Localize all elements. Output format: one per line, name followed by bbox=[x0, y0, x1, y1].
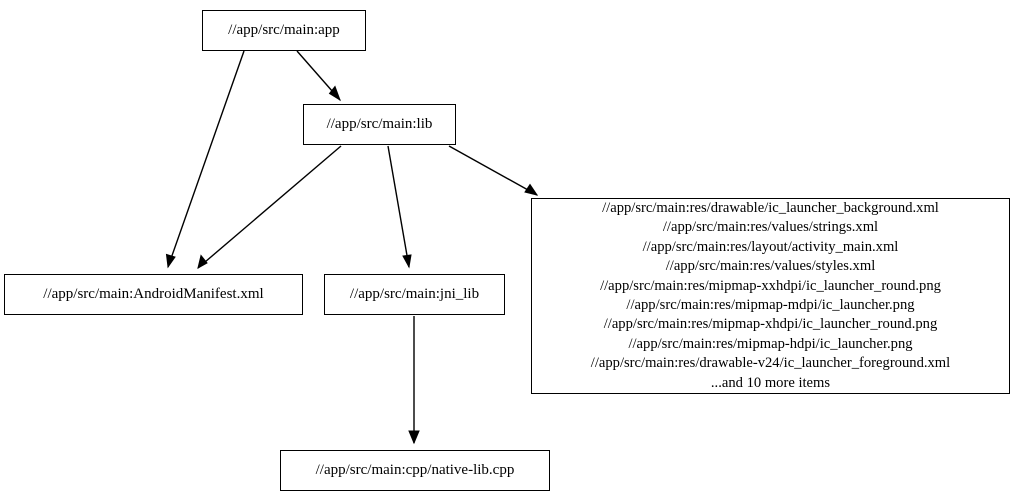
graph-node-jni_lib[interactable]: //app/src/main:jni_lib bbox=[324, 274, 505, 315]
arrowhead-icon bbox=[165, 253, 176, 269]
node-label: //app/src/main:jni_lib bbox=[349, 285, 480, 302]
graph-node-manifest[interactable]: //app/src/main:AndroidManifest.xml bbox=[4, 274, 303, 315]
node-label: //app/src/main:res/drawable/ic_launcher_… bbox=[590, 199, 951, 391]
graph-node-lib[interactable]: //app/src/main:lib bbox=[303, 104, 456, 145]
edge-line bbox=[387, 145, 410, 268]
node-label: //app/src/main:lib bbox=[326, 115, 433, 132]
node-label: //app/src/main:AndroidManifest.xml bbox=[43, 285, 264, 302]
arrowhead-icon bbox=[524, 183, 539, 196]
graph-edge-lib-to-jni-lib bbox=[387, 145, 412, 269]
arrowhead-icon bbox=[328, 85, 341, 102]
graph-edge-jni-lib-to-native-lib bbox=[408, 316, 420, 445]
arrowhead-icon bbox=[197, 254, 208, 269]
graph-node-app[interactable]: //app/src/main:app bbox=[202, 10, 366, 51]
edge-line bbox=[167, 50, 245, 268]
node-label: //app/src/main:cpp/native-lib.cpp bbox=[315, 461, 515, 478]
graph-edge-app-to-manifest bbox=[165, 50, 245, 269]
edge-line bbox=[296, 50, 341, 101]
edge-line bbox=[448, 145, 538, 196]
graph-edge-lib-to-resources bbox=[448, 145, 539, 196]
arrowhead-icon bbox=[402, 254, 412, 269]
edge-line bbox=[197, 145, 342, 269]
graph-edge-lib-to-manifest bbox=[197, 145, 342, 269]
graph-edge-app-to-lib bbox=[296, 50, 341, 102]
arrowhead-icon bbox=[408, 430, 420, 445]
node-label: //app/src/main:app bbox=[228, 21, 340, 38]
graph-node-resources[interactable]: //app/src/main:res/drawable/ic_launcher_… bbox=[531, 198, 1010, 394]
graph-node-native_lib[interactable]: //app/src/main:cpp/native-lib.cpp bbox=[280, 450, 550, 491]
